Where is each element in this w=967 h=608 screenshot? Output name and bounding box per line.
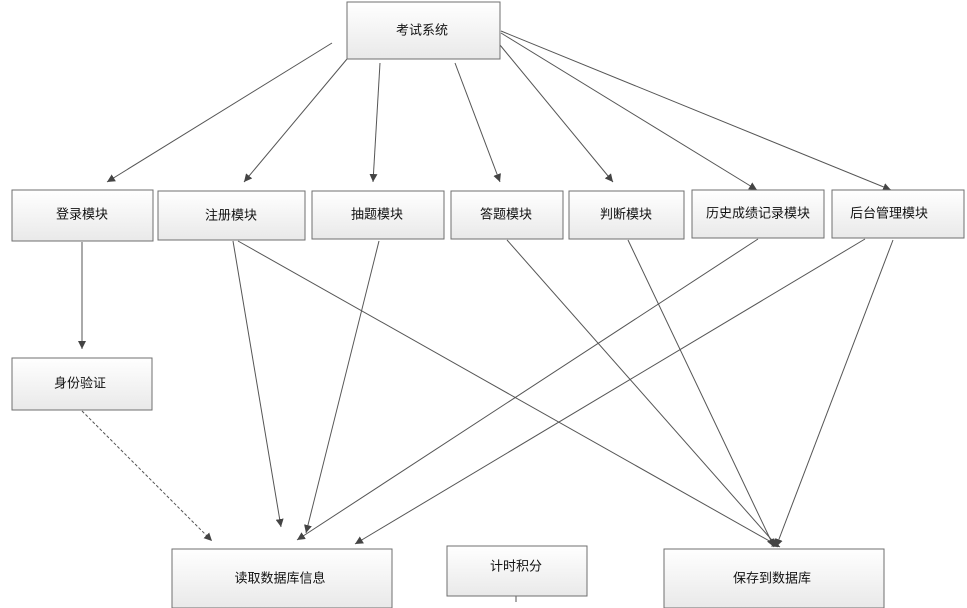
node-history-label: 历史成绩记录模块 [706,207,810,222]
edge-judge-to-save-db [627,239,775,548]
edge-admin-to-read-db [354,238,866,545]
node-save-db: 保存到数据库 [663,548,885,608]
node-auth-label: 身份验证 [54,376,106,392]
node-admin-label: 后台管理模块 [850,207,928,222]
node-read-db: 读取数据库信息 [171,548,393,608]
edges [78,30,894,602]
node-judge-label: 判断模块 [600,208,652,223]
node-exam-system-label: 考试系统 [396,24,448,39]
edge-exam-system-to-history [500,32,758,191]
edge-register-to-save-db [237,240,781,548]
node-read-db-label: 读取数据库信息 [234,571,325,587]
node-auth: 身份验证 [11,357,153,411]
edge-exam-system-to-register [243,58,348,183]
node-answer: 答题模块 [450,190,564,240]
node-save-db-label: 保存到数据库 [733,571,811,587]
nodes: 考试系统 登录模块 注册模块 抽题模块 答题模块 判断模块 历史成绩记录模块 [11,1,965,608]
edge-exam-system-to-draw [369,62,381,183]
edge-answer-to-save-db [506,239,779,548]
node-admin: 后台管理模块 [831,189,965,239]
node-draw-label: 抽题模块 [351,208,403,223]
node-draw: 抽题模块 [311,190,445,240]
node-answer-label: 答题模块 [480,207,532,223]
node-timer-label: 计时积分 [490,560,542,575]
node-register: 注册模块 [157,190,306,241]
node-history: 历史成绩记录模块 [691,189,825,239]
edge-auth-to-read-db [81,410,213,542]
edge-draw-to-read-db [304,240,380,534]
edge-exam-system-to-answer [454,62,501,183]
edge-exam-system-to-login [106,42,333,183]
edge-register-to-read-db [232,240,284,528]
node-login-label: 登录模块 [56,208,108,223]
edge-exam-system-to-judge [499,44,614,183]
node-timer: 计时积分 [446,545,588,597]
edge-admin-to-save-db [775,239,894,548]
edge-exam-system-to-admin [500,30,892,191]
node-exam-system: 考试系统 [346,1,501,60]
node-judge: 判断模块 [568,190,685,240]
edge-history-to-read-db [296,238,759,541]
node-login: 登录模块 [11,189,154,242]
node-register-label: 注册模块 [205,209,257,224]
